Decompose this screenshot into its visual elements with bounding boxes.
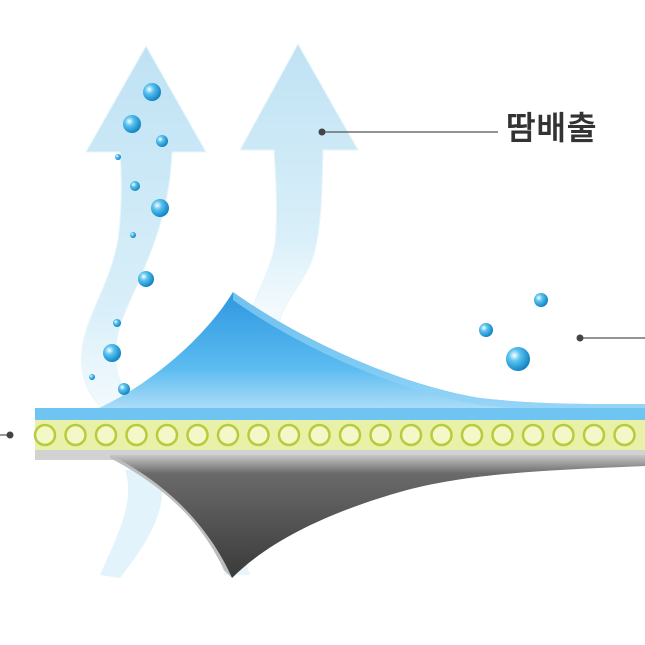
water-droplet-icon bbox=[130, 181, 140, 191]
fiber-circle bbox=[125, 423, 148, 447]
arrow-tail bbox=[100, 470, 163, 578]
water-droplet-icon bbox=[479, 323, 493, 337]
fiber-circle bbox=[277, 423, 301, 447]
water-droplet-icon bbox=[123, 115, 141, 133]
water-droplet-icon bbox=[130, 232, 136, 238]
bottom-layer bbox=[110, 455, 645, 578]
water-droplet-icon bbox=[143, 83, 161, 101]
water-droplet-icon bbox=[138, 271, 154, 287]
fiber-circle bbox=[582, 423, 606, 447]
fiber-circle bbox=[460, 423, 484, 447]
fiber-circle bbox=[613, 423, 636, 447]
water-droplet-icon bbox=[534, 293, 548, 307]
leader-dot bbox=[318, 128, 326, 136]
water-droplet-icon bbox=[156, 135, 168, 147]
fiber-circle bbox=[399, 423, 423, 447]
fiber-circle bbox=[94, 423, 118, 447]
fiber-circle bbox=[33, 423, 57, 447]
fiber-circle bbox=[430, 423, 453, 447]
fiber-circle bbox=[552, 423, 575, 447]
top-membrane-edge bbox=[35, 408, 645, 420]
water-droplet-icon bbox=[506, 347, 530, 371]
upward-arrow-icon bbox=[239, 42, 359, 321]
fiber-circle bbox=[491, 423, 514, 447]
fiber-circle bbox=[338, 423, 362, 447]
water-droplet-icon bbox=[115, 154, 121, 160]
water-droplet-icon bbox=[113, 319, 121, 327]
fiber-circle bbox=[369, 423, 392, 447]
water-droplet-icon bbox=[89, 374, 95, 380]
fiber-circle bbox=[216, 423, 240, 447]
fiber-circle bbox=[186, 423, 209, 447]
fiber-circle bbox=[308, 423, 331, 447]
fiber-circle bbox=[64, 423, 87, 447]
fiber-circle bbox=[247, 423, 270, 447]
droplets bbox=[89, 83, 548, 395]
fiber-circles bbox=[33, 423, 636, 447]
leader-dot bbox=[576, 334, 584, 342]
fiber-circle bbox=[155, 423, 179, 447]
sweat-discharge-label: 땀배출 bbox=[506, 109, 598, 147]
water-droplet-icon bbox=[103, 344, 121, 362]
water-droplet-icon bbox=[151, 199, 169, 217]
fiber-circle bbox=[521, 423, 545, 447]
leader-dot bbox=[6, 431, 14, 439]
water-droplet-icon bbox=[118, 383, 130, 395]
